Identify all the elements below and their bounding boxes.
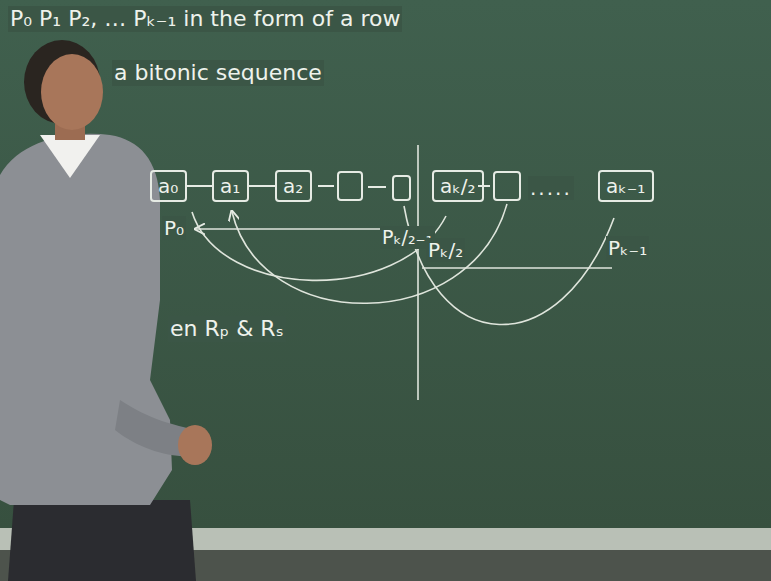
dash: [318, 185, 334, 187]
chalk-note: P₀: [162, 216, 186, 240]
chalk-note: Pₖ/₂: [426, 238, 465, 262]
lecturer: [0, 40, 212, 581]
pair-arc: [232, 204, 507, 303]
cell-value: a₂: [283, 174, 304, 198]
array-cell: a₁: [212, 170, 249, 202]
divider-line: [417, 145, 419, 400]
pair-arc: [404, 206, 614, 325]
cell-value: aₖ/₂: [440, 174, 476, 198]
hand: [178, 425, 212, 465]
array-cell: a₀: [150, 170, 187, 202]
array-cell: aₖ₋₁: [598, 170, 654, 202]
underline: [422, 267, 612, 269]
chalk-note: Pₖ₋₁: [606, 236, 649, 260]
cell-value: aₖ₋₁: [606, 174, 646, 198]
array-cell: a₂: [275, 170, 312, 202]
chalk-note: en Rₚ & Rₛ: [168, 316, 286, 342]
shirt-collar: [40, 135, 100, 178]
array-cell: aₖ/₂: [432, 170, 484, 202]
pointer-line: [196, 228, 392, 230]
dash: [478, 185, 490, 187]
empty-cell: [494, 172, 520, 200]
cell-value: a₁: [220, 174, 241, 198]
cell-value: a₀: [158, 174, 179, 198]
chalk-note: P₀ P₁ P₂, … Pₖ₋₁ in the form of a row: [8, 6, 402, 32]
cell-link: [249, 185, 275, 187]
sweater: [0, 134, 172, 505]
empty-cell: [393, 176, 410, 200]
cell-link: [187, 185, 212, 187]
chalk-note: .....: [528, 176, 574, 200]
face: [41, 54, 103, 130]
chalkboard: [0, 0, 771, 530]
trousers: [8, 500, 196, 581]
chalk-note: a bitonic sequence: [112, 60, 324, 86]
dash: [368, 186, 386, 188]
empty-cell: [338, 172, 362, 200]
